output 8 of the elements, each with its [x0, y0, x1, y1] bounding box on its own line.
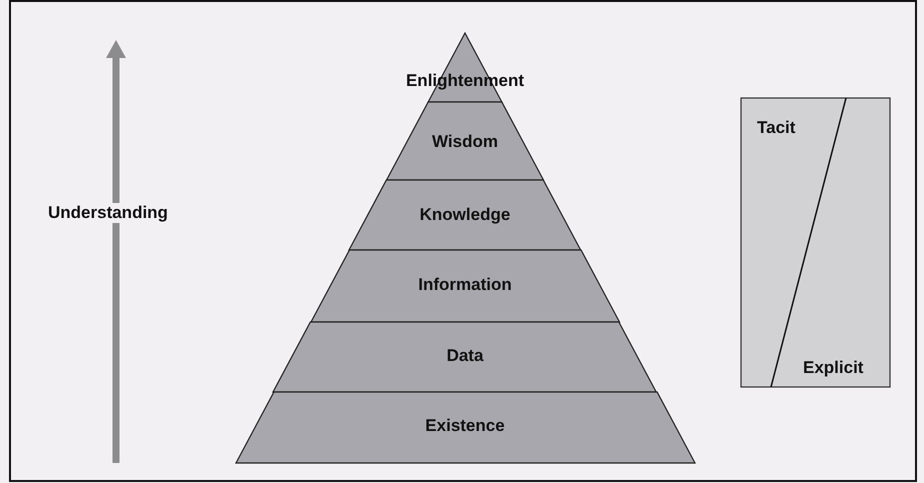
- layer-label: Data: [446, 346, 484, 366]
- axis-label: Understanding: [46, 203, 170, 223]
- layer-label: Information: [417, 275, 513, 295]
- region-label: Tacit: [757, 118, 796, 138]
- layer-label: Knowledge: [418, 205, 512, 225]
- layer-label: Wisdom: [431, 132, 499, 152]
- layer-label: Existence: [424, 416, 506, 436]
- region-label: Explicit: [803, 358, 864, 378]
